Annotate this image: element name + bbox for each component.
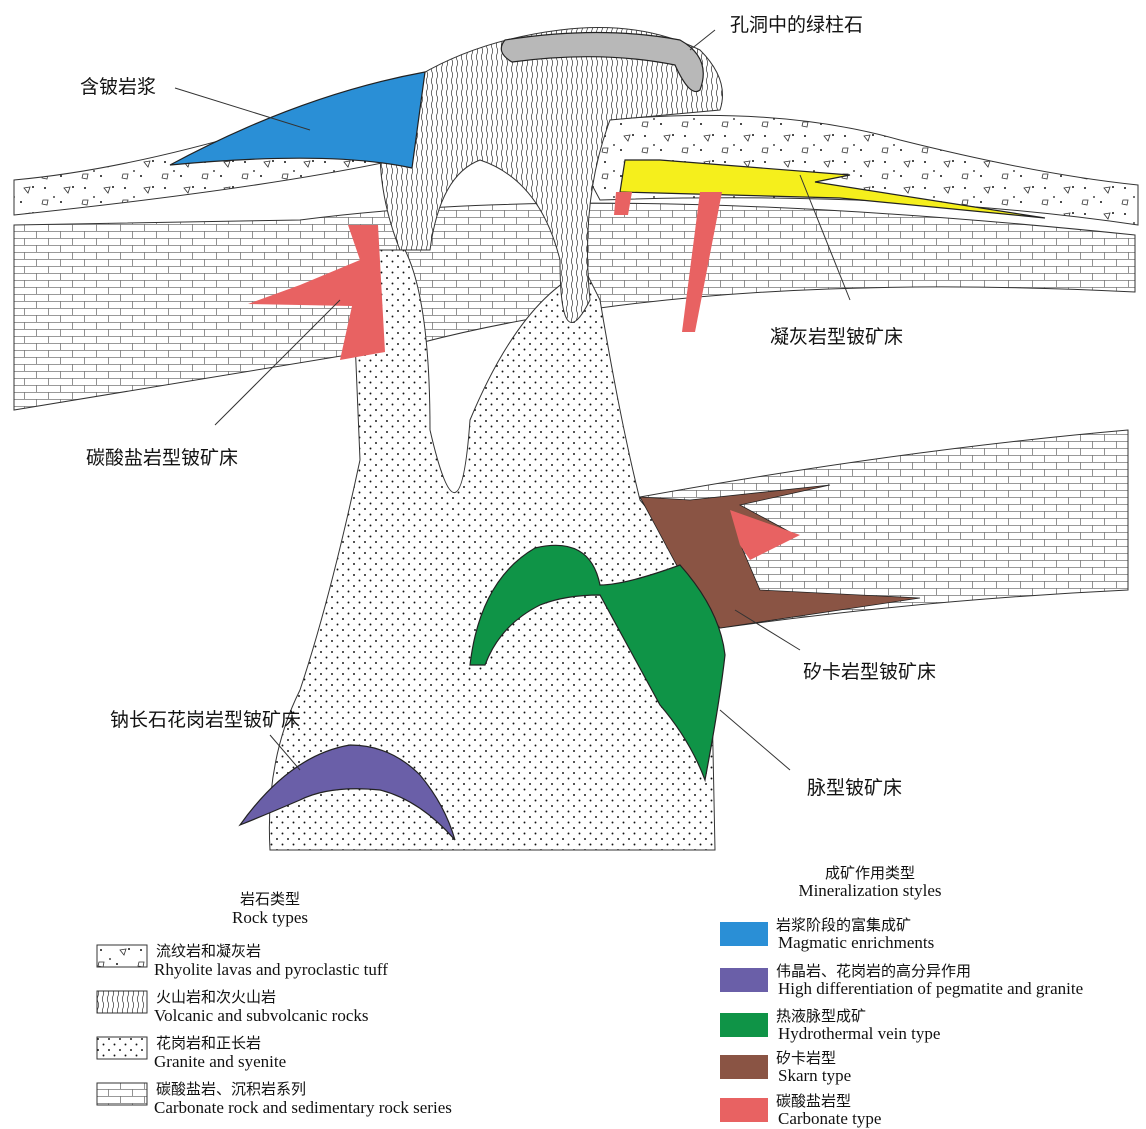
rock-legend-cn: 火山岩和次火山岩 bbox=[156, 986, 276, 1007]
pegmatite-swatch bbox=[720, 968, 768, 992]
tuff-deposit-label: 凝灰岩型铍矿床 bbox=[770, 322, 903, 349]
mineral-legend-cn: 碳酸盐岩型 bbox=[776, 1090, 851, 1111]
magmatic-swatch bbox=[720, 922, 768, 946]
magmatic-enrichment-body bbox=[170, 72, 425, 168]
carbonate-pattern-icon bbox=[96, 1082, 148, 1106]
skarn-deposit-label: 矽卡岩型铍矿床 bbox=[803, 657, 936, 684]
skarn-swatch bbox=[720, 1055, 768, 1079]
rock-legend-title-cn: 岩石类型 bbox=[200, 888, 340, 909]
carbonate-swatch bbox=[720, 1098, 768, 1122]
rock-legend-cn: 花岗岩和正长岩 bbox=[156, 1032, 261, 1053]
rock-legend-en: Volcanic and subvolcanic rocks bbox=[154, 1006, 368, 1026]
rock-legend-en: Carbonate rock and sedimentary rock seri… bbox=[154, 1098, 452, 1118]
vein-deposit-label: 脉型铍矿床 bbox=[807, 773, 902, 800]
albite-deposit-label: 钠长石花岗岩型铍矿床 bbox=[110, 705, 300, 732]
granite-pattern-icon bbox=[96, 1036, 148, 1060]
volcanic-pattern-icon bbox=[96, 990, 148, 1014]
mineral-legend-cn: 伟晶岩、花岗岩的高分异作用 bbox=[776, 960, 971, 981]
rock-legend-en: Granite and syenite bbox=[154, 1052, 286, 1072]
mineral-legend-en: High differentiation of pegmatite and gr… bbox=[778, 979, 1083, 999]
mineral-legend-title-en: Mineralization styles bbox=[770, 881, 970, 901]
tuff-pattern-icon bbox=[96, 944, 148, 968]
hydrothermal-swatch bbox=[720, 1013, 768, 1037]
mineral-legend-en: Magmatic enrichments bbox=[778, 933, 934, 953]
mineral-legend-en: Skarn type bbox=[778, 1066, 851, 1086]
mineral-legend-title-cn: 成矿作用类型 bbox=[770, 862, 970, 883]
beryl-label: 孔洞中的绿柱石 bbox=[730, 10, 863, 37]
carbonate-deposit-label: 碳酸盐岩型铍矿床 bbox=[86, 443, 238, 470]
rock-legend-title-en: Rock types bbox=[200, 908, 340, 928]
mineral-legend-en: Carbonate type bbox=[778, 1109, 881, 1129]
mineral-legend-en: Hydrothermal vein type bbox=[778, 1024, 940, 1044]
mineral-legend-cn: 矽卡岩型 bbox=[776, 1047, 836, 1068]
rock-legend-en: Rhyolite lavas and pyroclastic tuff bbox=[154, 960, 388, 980]
magma-label: 含铍岩浆 bbox=[80, 72, 156, 99]
rock-legend-cn: 流纹岩和凝灰岩 bbox=[156, 940, 261, 961]
mineral-legend-cn: 热液脉型成矿 bbox=[776, 1005, 866, 1026]
mineral-legend-cn: 岩浆阶段的富集成矿 bbox=[776, 914, 911, 935]
rock-legend-cn: 碳酸盐岩、沉积岩系列 bbox=[156, 1078, 306, 1099]
